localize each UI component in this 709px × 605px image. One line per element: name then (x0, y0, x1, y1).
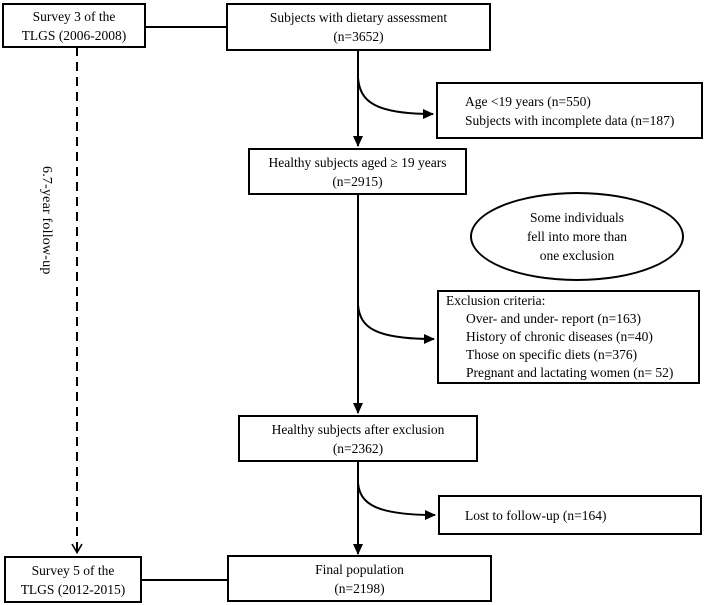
box-after-exclusion-line1: Healthy subjects after exclusion (271, 421, 445, 437)
overlap-note-line1: Some individuals (529, 210, 625, 225)
exclusion-item-3: Those on specific diets (n=376) (466, 347, 638, 362)
overlap-note-line2: fell into more than (526, 229, 628, 244)
box-healthy19: Healthy subjects aged ≥ 19 years (n=2915… (248, 148, 467, 195)
box-final-line1: Final population (315, 561, 404, 577)
box-survey5-line2: TLGS (2012-2015) (20, 581, 126, 597)
box-lost-followup: Lost to follow-up (n=164) (438, 495, 702, 535)
box-exclusion-criteria: Exclusion criteria: Over- and under- rep… (437, 290, 700, 384)
box-lost-followup-line1: Lost to follow-up (n=164) (465, 507, 607, 523)
followup-duration-label: 6.7-year follow-up (39, 166, 54, 275)
arrow-branch-lost-followup (357, 482, 436, 520)
box-after-exclusion-line2: (n=2362) (332, 440, 384, 456)
box-survey3: Survey 3 of the TLGS (2006-2008) (2, 3, 146, 48)
arrow-branch-exclusion-criteria (357, 304, 435, 344)
box-final-population: Final population (n=2198) (227, 555, 492, 602)
exclusion-title: Exclusion criteria: (446, 293, 546, 308)
overlap-note-line3: one exclusion (539, 248, 615, 263)
box-dietary-assessment: Subjects with dietary assessment (n=3652… (226, 3, 491, 51)
exclusion-item-1: Over- and under- report (n=163) (466, 311, 642, 326)
box-after-exclusion: Healthy subjects after exclusion (n=2362… (238, 415, 478, 462)
ellipse-overlap-note: Some individuals fell into more than one… (470, 192, 684, 281)
box-final-line2: (n=2198) (334, 580, 385, 596)
box-age-exclusion-line1: Age <19 years (n=550) (465, 93, 591, 109)
box-survey5-line1: Survey 5 of the (31, 562, 115, 578)
box-healthy19-line1: Healthy subjects aged ≥ 19 years (268, 154, 447, 170)
box-healthy19-line2: (n=2915) (332, 173, 383, 189)
box-survey5: Survey 5 of the TLGS (2012-2015) (4, 556, 142, 603)
box-dietary-line2: (n=3652) (333, 29, 384, 44)
box-dietary-line1: Subjects with dietary assessment (269, 10, 448, 25)
box-age-exclusion-line2: Subjects with incomplete data (n=187) (465, 112, 675, 128)
box-survey3-line1: Survey 3 of the (32, 8, 116, 24)
box-survey3-line2: TLGS (2006-2008) (21, 27, 127, 43)
box-age-exclusion: Age <19 years (n=550) Subjects with inco… (436, 82, 703, 139)
exclusion-item-4: Pregnant and lactating women (n= 52) (466, 365, 674, 380)
exclusion-item-2: History of chronic diseases (n=40) (466, 329, 653, 344)
arrow-branch-age-exclusion (357, 77, 434, 119)
